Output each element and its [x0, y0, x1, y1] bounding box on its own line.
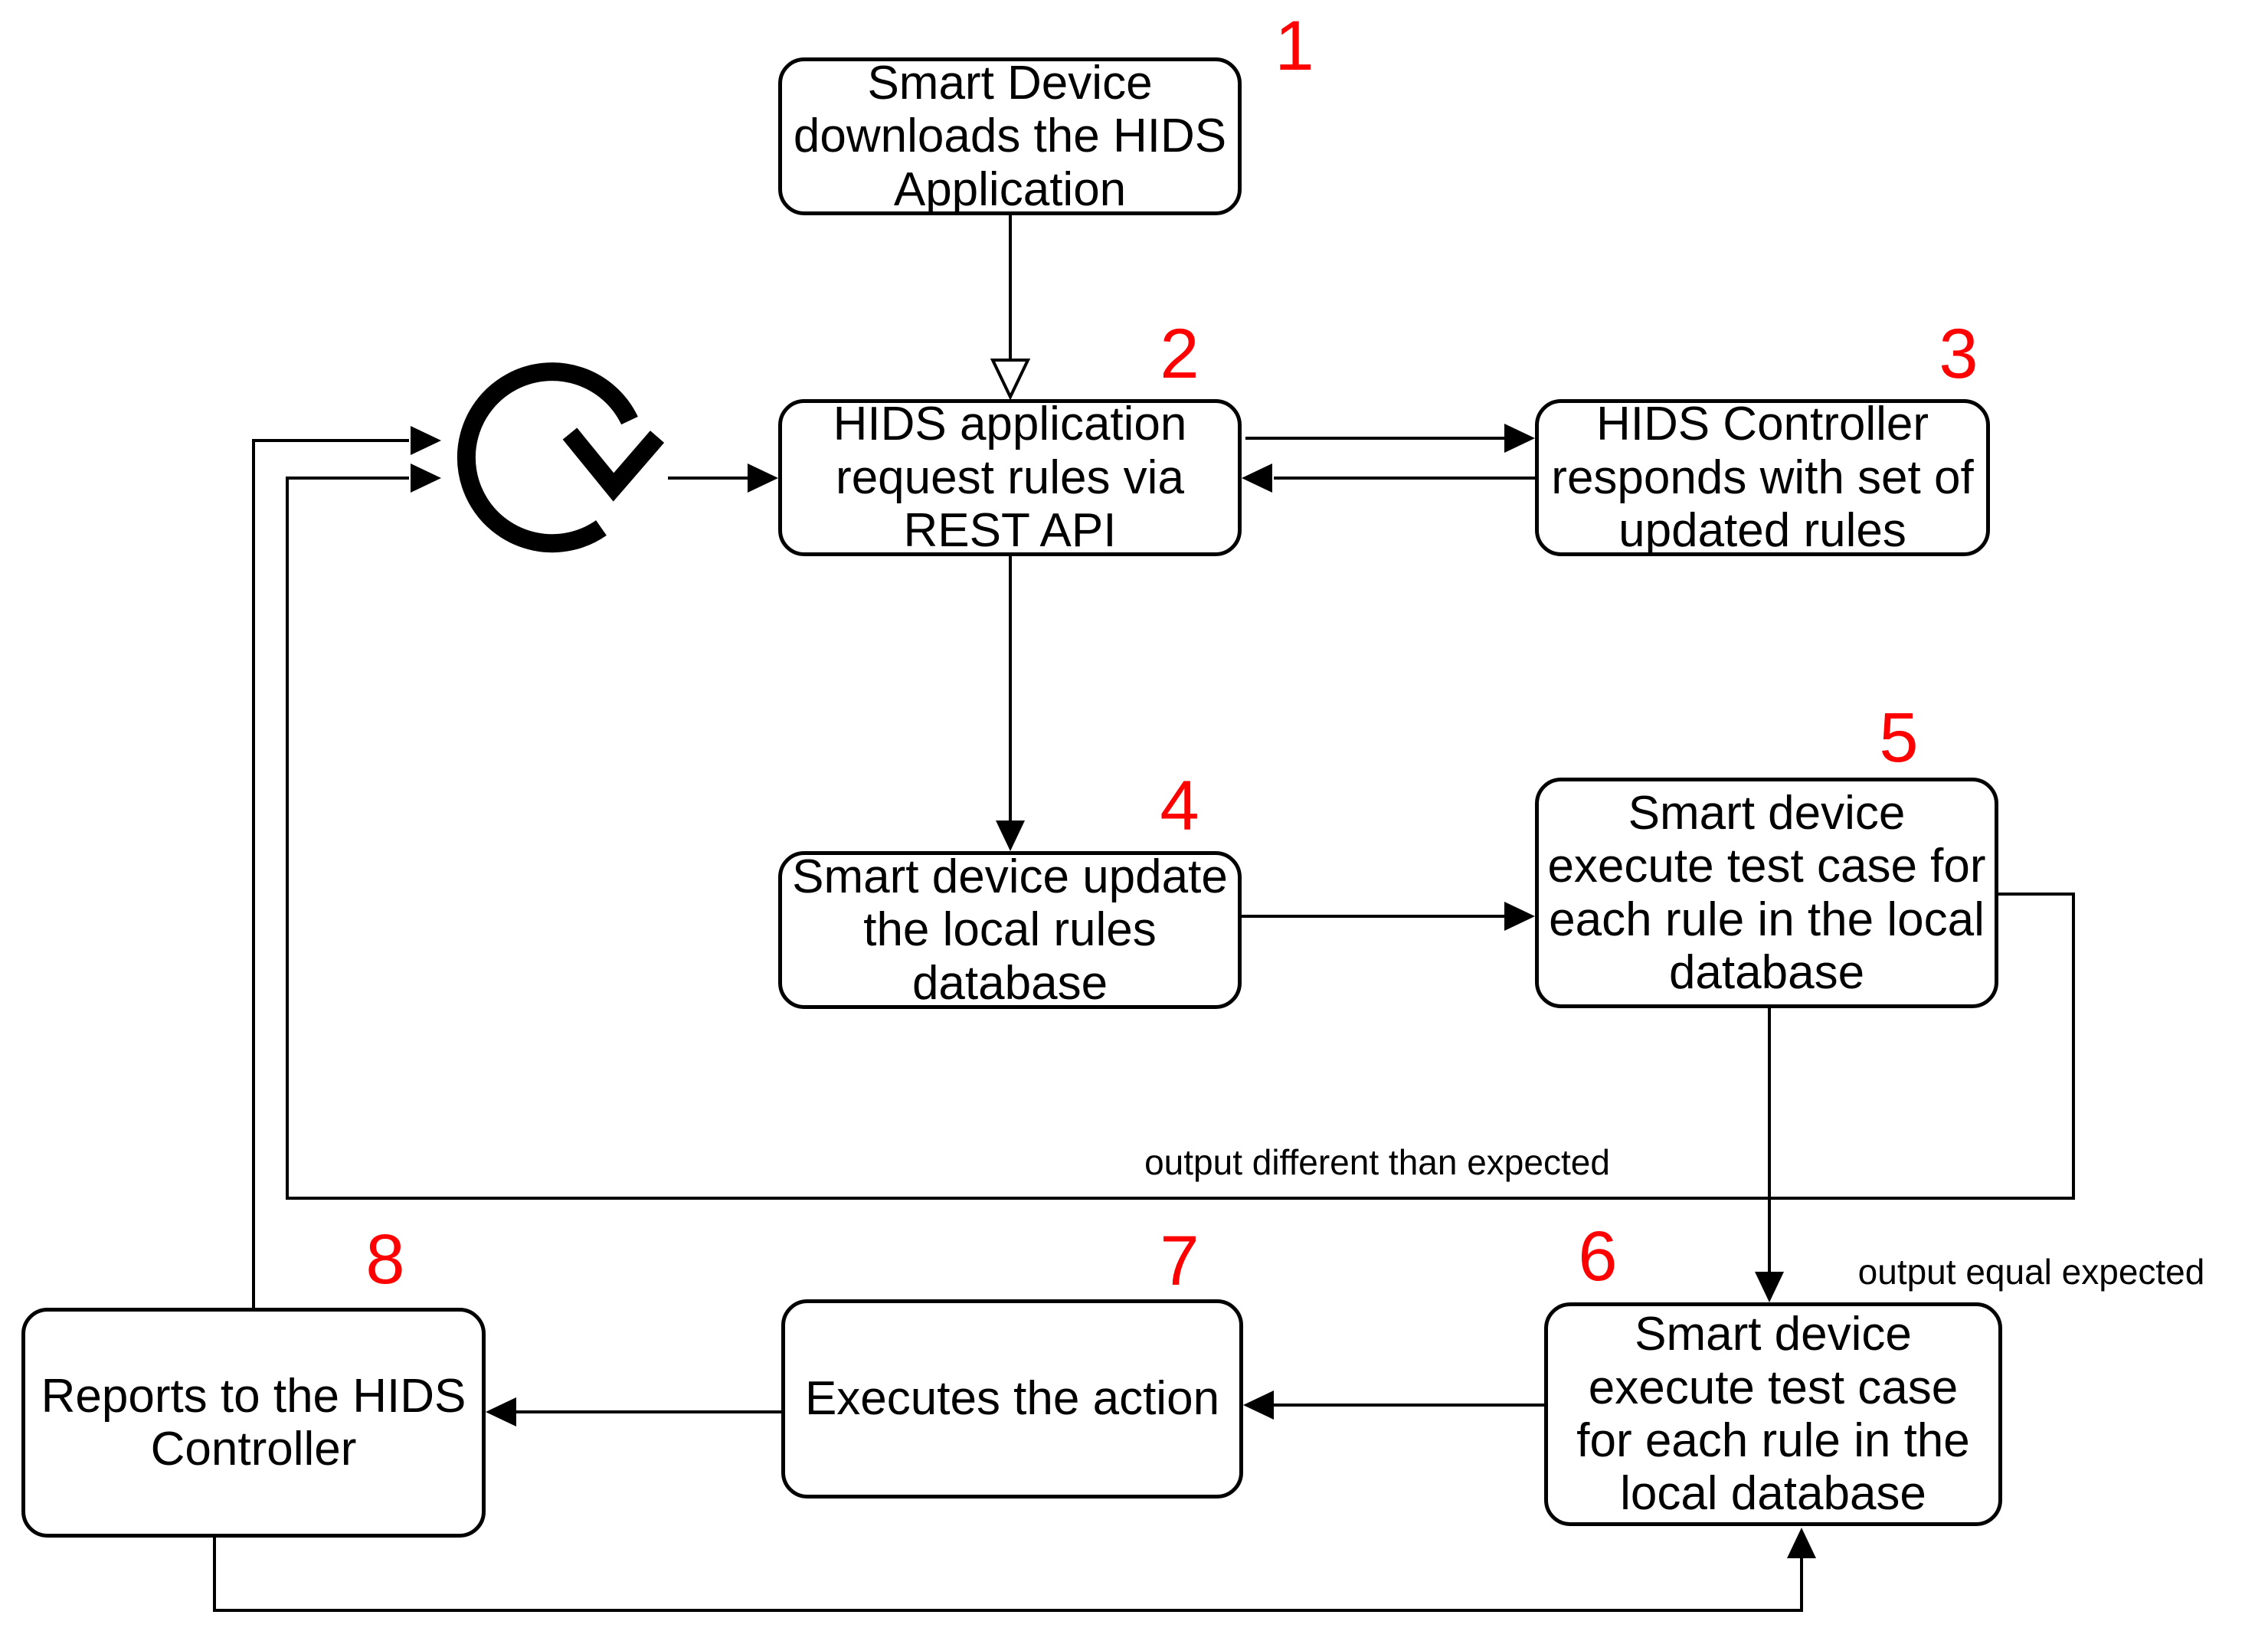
step-number-5: 5	[1879, 699, 1919, 777]
node-label: Reports to the HIDS Controller	[41, 1369, 466, 1476]
flowchart-node-download-app: Smart Device downloads the HIDS Applicat…	[778, 56, 1242, 216]
connector-verify-to-execute	[1243, 1390, 1544, 1420]
flowchart-node-update-database: Smart device update the local rules data…	[778, 850, 1242, 1010]
flowchart-node-execute-test-case-verify: Smart device execute test case for each …	[1544, 1302, 2002, 1526]
connector-update-to-test	[1242, 902, 1535, 931]
connector-request-to-controller	[1245, 424, 1535, 453]
flowchart-node-executes-action: Executes the action	[781, 1299, 1243, 1499]
connector-execute-to-report	[486, 1397, 781, 1426]
step-number-4: 4	[1160, 767, 1199, 845]
connector-controller-to-request	[1242, 463, 1535, 493]
step-number-2: 2	[1160, 315, 1199, 393]
connector-download-to-request	[990, 215, 1031, 401]
step-number-1: 1	[1275, 7, 1314, 85]
connector-test-to-verify	[1755, 1008, 1784, 1302]
step-number-8: 8	[365, 1220, 405, 1299]
clockwise-loop-icon	[457, 362, 665, 553]
node-label: Smart device execute test case for each …	[1576, 1308, 1970, 1521]
node-label: Smart device execute test case for each …	[1547, 786, 1986, 999]
flowchart-node-reports-controller: Reports to the HIDS Controller	[21, 1308, 486, 1538]
connector-report-to-loop	[252, 426, 441, 1308]
step-number-6: 6	[1578, 1217, 1618, 1295]
edge-label-output-different: output different than expected	[1144, 1142, 1610, 1182]
node-label: HIDS Controller responds with set of upd…	[1551, 398, 1974, 558]
connector-report-to-verify-bottom	[213, 1528, 1816, 1612]
flowchart-node-request-rules: HIDS application request rules via REST …	[778, 398, 1242, 558]
connector-request-to-update	[996, 556, 1025, 851]
step-number-7: 7	[1160, 1222, 1199, 1300]
flowchart-node-controller-responds: HIDS Controller responds with set of upd…	[1535, 398, 1990, 558]
connector-loop-to-request	[668, 463, 778, 493]
node-label: Smart Device downloads the HIDS Applicat…	[793, 56, 1227, 216]
flowchart-node-execute-test-case: Smart device execute test case for each …	[1535, 778, 1998, 1008]
step-number-3: 3	[1939, 315, 1978, 393]
node-label: Executes the action	[804, 1372, 1220, 1426]
edge-label-output-equal: output equal expected	[1857, 1252, 2205, 1292]
node-label: Smart device update the local rules data…	[792, 850, 1228, 1010]
node-label: HIDS application request rules via REST …	[833, 398, 1187, 558]
connector-output-different-loop	[286, 463, 2075, 1200]
